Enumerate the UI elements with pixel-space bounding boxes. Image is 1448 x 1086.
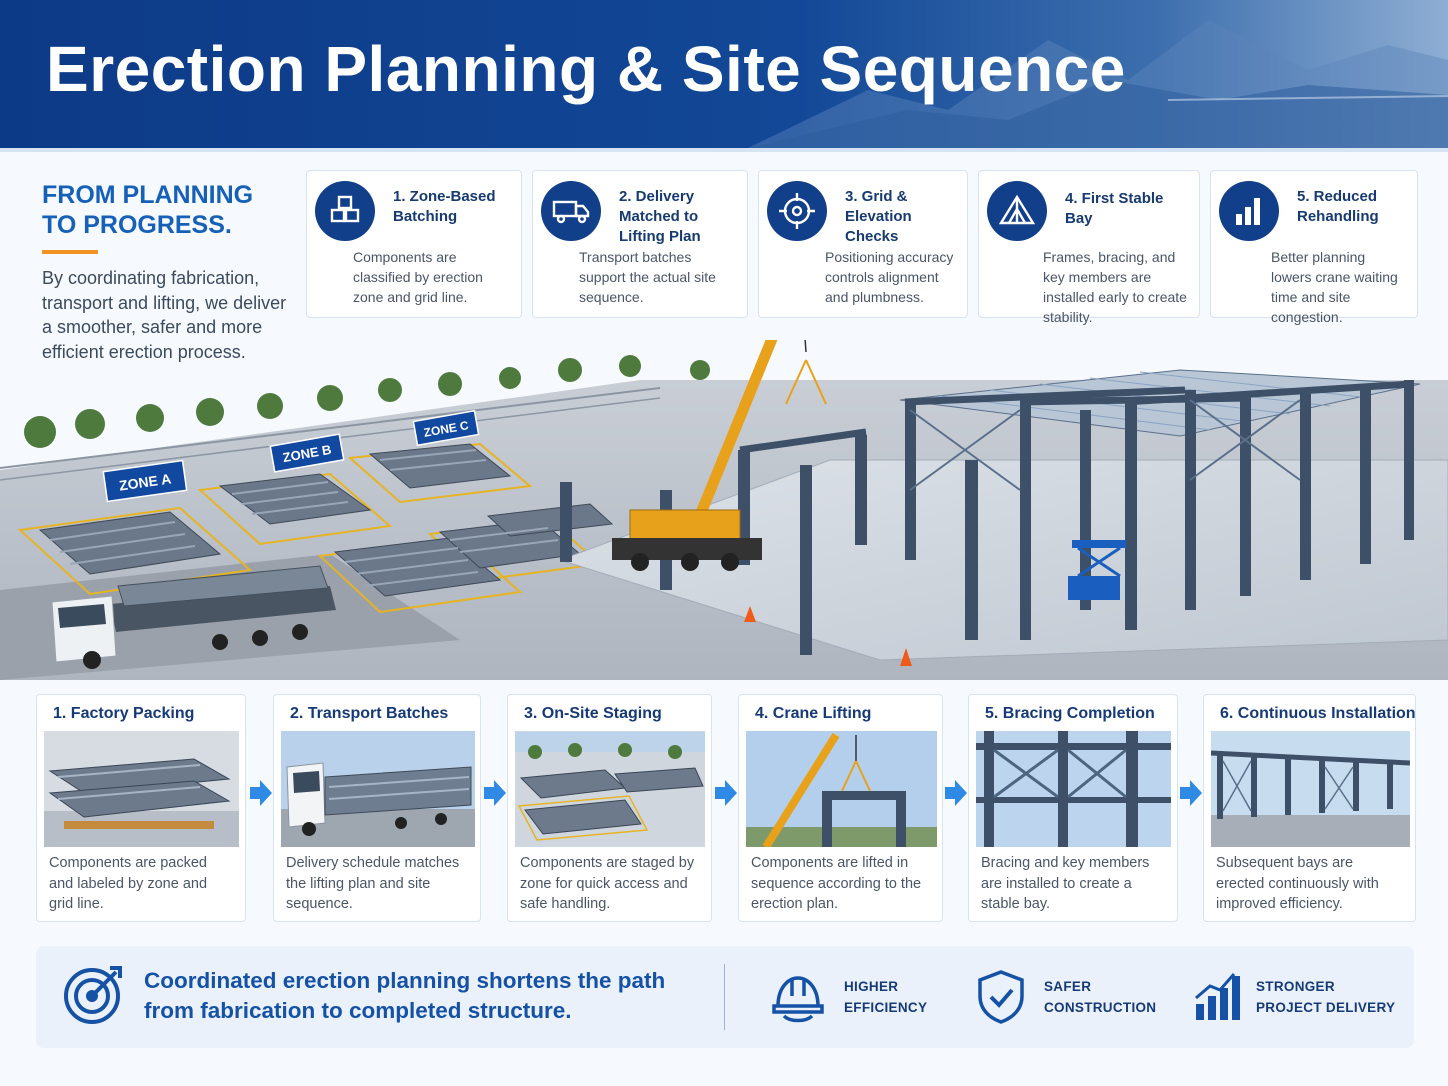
steel-stacks (38, 443, 614, 597)
on-site-staging-image (515, 731, 705, 847)
scissor-lift (1068, 540, 1126, 600)
truck-icon (541, 181, 601, 241)
top-card-grid-checks: 3. Grid & Elevation Checks Positioning a… (758, 170, 968, 318)
top-card-rehandling: 5. Reduced Rehandling Better planning lo… (1210, 170, 1418, 325)
process-card-continuous: 6. Continuous Installation Subsequent ba… (1203, 694, 1416, 922)
process-card-desc: Delivery schedule matches the lifting pl… (286, 855, 460, 912)
top-card-desc: Positioning accuracy controls alignment … (825, 249, 954, 305)
site-scene-illustration: ZONE A ZONE B ZONE C (0, 340, 1448, 680)
zone-a-label: ZONE A (118, 470, 172, 493)
mobile-crane (612, 340, 827, 571)
process-card-desc: Components are packed and labeled by zon… (49, 855, 208, 912)
header-banner: Erection Planning & Site Sequence (0, 0, 1448, 148)
intro-heading: FROM PLANNING TO PROGRESS. (42, 180, 292, 240)
mountains-illustration (748, 20, 1448, 148)
process-card-desc: Subsequent bays are erected continuously… (1216, 855, 1379, 912)
process-card-title: 2. Transport Batches (290, 705, 449, 722)
shield-check-icon (978, 970, 1024, 1024)
header-divider (0, 148, 1448, 152)
top-card-stable-bay: 4. First Stable Bay Frames, bracing, and… (978, 170, 1200, 325)
growth-chart-icon (1195, 973, 1240, 1020)
benefit-label-line1: HIGHER (844, 979, 899, 994)
process-card-desc: Components are staged by zone for quick … (520, 855, 695, 912)
arrow-right-icon (484, 780, 506, 806)
crane-lifting-image (746, 731, 937, 847)
accent-bar (42, 250, 98, 254)
summary-text: Coordinated erection planning shortens t… (144, 966, 665, 1026)
summary-line2: from fabrication to completed structure. (144, 998, 572, 1023)
arrow-right-icon (250, 780, 272, 806)
process-card-title: 6. Continuous Installation (1220, 705, 1416, 722)
bar-chart-icon (1219, 181, 1279, 241)
crosshair-icon (767, 181, 827, 241)
process-card-desc: Bracing and key members are installed to… (981, 855, 1150, 912)
intro-body: By coordinating fabrication, transport a… (42, 268, 287, 362)
process-card-transport: 2. Transport Batches Delivery schedule m… (273, 694, 481, 922)
process-card-title: 3. On-Site Staging (524, 705, 662, 722)
intro-section: FROM PLANNING TO PROGRESS. By coordinati… (42, 180, 292, 364)
top-card-title: 2. Delivery Matched to Lifting Plan (619, 188, 701, 245)
bracing-completion-image (976, 731, 1171, 847)
benefit-label-line2: CONSTRUCTION (1044, 1000, 1157, 1015)
top-card-desc: Frames, bracing, and key members are ins… (1043, 249, 1187, 325)
benefit-label: STRONGER PROJECT DELIVERY (1256, 976, 1395, 1018)
top-card-title: 3. Grid & Elevation Checks (845, 188, 912, 245)
process-card-factory-packing: 1. Factory Packing Components are packed… (36, 694, 246, 922)
flatbed-truck (51, 565, 336, 669)
benefit-label: SAFER CONSTRUCTION (1044, 976, 1156, 1018)
summary-line1: Coordinated erection planning shortens t… (144, 968, 666, 993)
intro-heading-line2: TO PROGRESS. (42, 211, 232, 239)
benefit-label-line2: PROJECT DELIVERY (1256, 1000, 1396, 1015)
arrow-right-icon (945, 780, 967, 806)
hard-hat-icon (772, 976, 824, 1023)
top-card-title: 4. First Stable Bay (1065, 190, 1164, 227)
arrow-right-icon (1180, 780, 1202, 806)
page-title: Erection Planning & Site Sequence (46, 33, 1126, 105)
stacked-boxes-icon (315, 181, 375, 241)
process-card-desc: Components are lifted in sequence accord… (751, 855, 922, 912)
top-card-desc: Transport batches support the actual sit… (579, 249, 716, 305)
tree-line (24, 355, 710, 448)
truss-frame-icon (987, 181, 1047, 241)
intro-heading-line1: FROM PLANNING (42, 181, 254, 209)
banner-divider (724, 964, 725, 1030)
benefit-label-line2: EFFICIENCY (844, 1000, 928, 1015)
top-card-desc: Components are classified by erection zo… (353, 249, 483, 305)
top-card-title: 5. Reduced Rehandling (1297, 188, 1379, 225)
process-card-title: 1. Factory Packing (53, 705, 195, 722)
process-card-staging: 3. On-Site Staging Components are staged… (507, 694, 712, 922)
target-icon (64, 966, 122, 1024)
transport-batches-image (281, 731, 475, 847)
benefit-efficiency: HIGHER EFFICIENCY (770, 968, 927, 1029)
benefit-label: HIGHER EFFICIENCY (844, 976, 927, 1018)
top-card-desc: Better planning lowers crane waiting tim… (1271, 249, 1398, 325)
top-card-title: 1. Zone-Based Batching (393, 188, 496, 225)
process-card-title: 5. Bracing Completion (985, 705, 1155, 722)
continuous-installation-image (1211, 731, 1410, 847)
steel-columns (560, 380, 1414, 655)
top-card-zone-batching: 1. Zone-Based Batching Components are cl… (306, 170, 522, 318)
process-card-bracing: 5. Bracing Completion Bracing and key me… (968, 694, 1178, 922)
process-card-crane-lifting: 4. Crane Lifting Components are lifted i… (738, 694, 943, 922)
benefit-label-line1: STRONGER (1256, 979, 1335, 994)
arrow-right-icon (715, 780, 737, 806)
benefit-label-line1: SAFER (1044, 979, 1092, 994)
zone-labels: ZONE A ZONE B ZONE C (102, 409, 480, 503)
top-card-delivery: 2. Delivery Matched to Lifting Plan Tran… (532, 170, 748, 318)
factory-packing-image (44, 731, 239, 847)
benefit-delivery: STRONGER PROJECT DELIVERY (1192, 968, 1395, 1027)
process-card-title: 4. Crane Lifting (755, 705, 872, 722)
summary-banner: Coordinated erection planning shortens t… (36, 946, 1414, 1048)
benefit-safety: SAFER CONSTRUCTION (974, 968, 1156, 1029)
